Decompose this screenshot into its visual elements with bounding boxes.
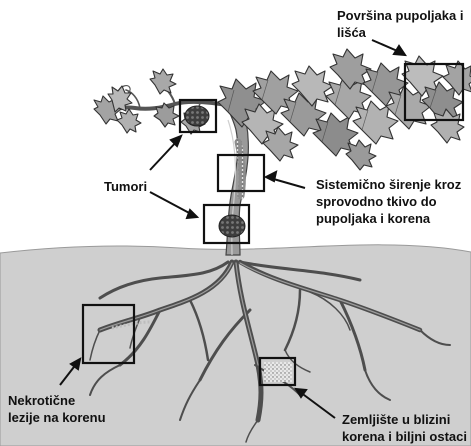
label-systemic-spread: Sistemično širenje kroz sprovodno tkivo … — [316, 176, 461, 227]
label-necrotic-line1: Nekrotične — [8, 392, 106, 409]
label-necrotic-lesions: Nekrotične lezije na korenu — [8, 392, 106, 426]
tumor-lower — [219, 215, 245, 237]
label-leaf-surface-line1: Površina pupoljaka i — [337, 7, 463, 24]
soil-sample-patch — [264, 362, 292, 382]
tumor-upper — [185, 106, 209, 126]
label-systemic-line2: sprovodno tkivo do — [316, 193, 461, 210]
label-systemic-line3: pupoljaka i korena — [316, 210, 461, 227]
label-leaf-surface: Površina pupoljaka i lišća — [337, 7, 463, 41]
label-tumors: Tumori — [104, 178, 147, 195]
label-tumors-text: Tumori — [104, 178, 147, 195]
label-soil-line1: Zemljište u blizini — [342, 411, 467, 428]
label-soil-debris: Zemljište u blizini korena i biljni osta… — [342, 411, 467, 445]
label-soil-line2: korena i biljni ostaci — [342, 428, 467, 445]
label-systemic-line1: Sistemično širenje kroz — [316, 176, 461, 193]
label-leaf-surface-line2: lišća — [337, 24, 463, 41]
label-necrotic-line2: lezije na korenu — [8, 409, 106, 426]
